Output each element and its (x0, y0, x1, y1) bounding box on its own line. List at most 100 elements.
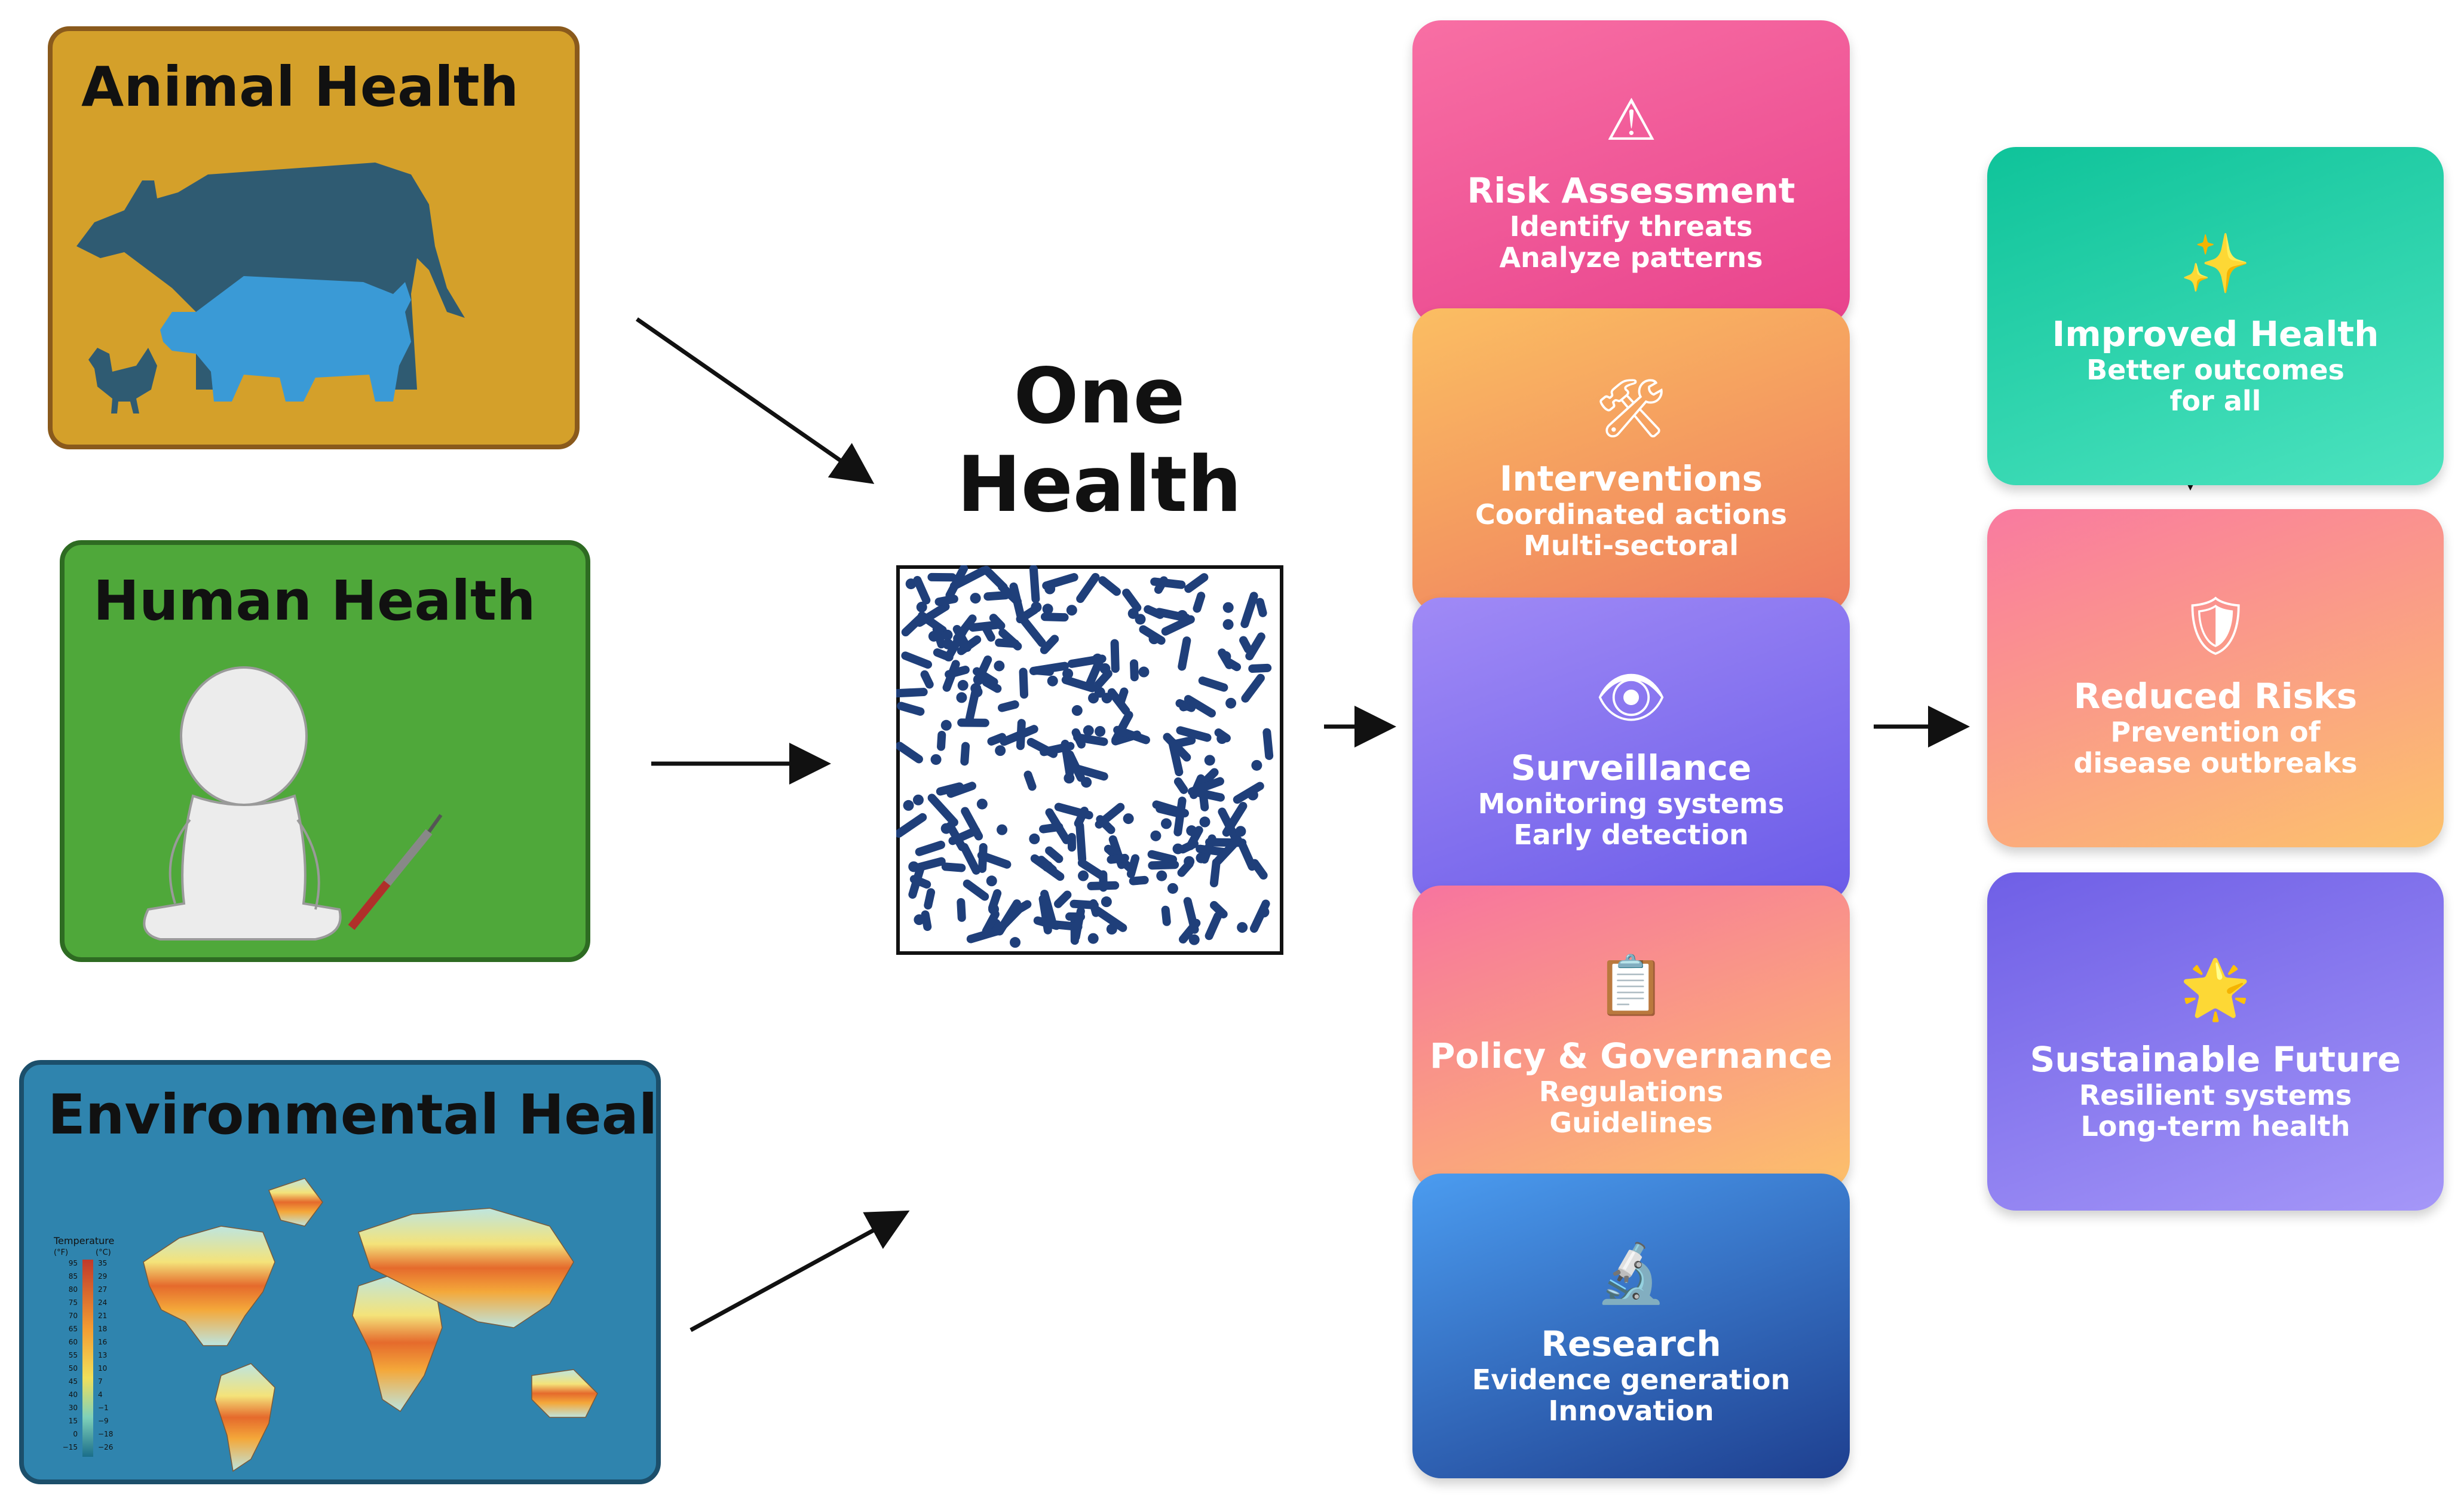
legend-tick-f: 45 (69, 1377, 78, 1386)
microbe-cell (976, 798, 988, 810)
microbe-rod (1069, 899, 1099, 909)
microbe-cell (1078, 870, 1089, 881)
microbe-cell (997, 824, 1008, 835)
legend-tick-c: −26 (98, 1443, 113, 1451)
microbe-rod (896, 813, 927, 838)
action-icon: 🛠 (1595, 375, 1668, 442)
microbe-cell (912, 794, 924, 805)
microbe-cell (956, 692, 967, 703)
microbe-cell (1237, 922, 1248, 933)
microbe-rod (960, 843, 980, 875)
microbe-rod (1098, 576, 1121, 596)
microbe-cell (1088, 693, 1099, 704)
microbe-rod (1262, 728, 1274, 760)
microbe-rod (1179, 918, 1201, 944)
arrow-animal-to-onehealth (636, 317, 875, 484)
legend-tick-c: 27 (98, 1285, 107, 1294)
legend-unit-c: (°C) (96, 1248, 111, 1257)
microbe-cell (1135, 614, 1146, 625)
microbe-rod (1184, 573, 1209, 593)
action-title: Risk Assessment (1467, 170, 1795, 211)
microbe-rod (1193, 592, 1206, 613)
action-line2: Early detection (1513, 819, 1749, 851)
environmental-health-box: Environmental Health Temperature (°F) (°… (19, 1060, 661, 1484)
microbe-rod (1175, 699, 1196, 712)
microbe-rod (1071, 906, 1085, 942)
outcome-icon: ✨ (2180, 230, 2251, 297)
microbe-cell (1042, 604, 1053, 615)
microbe-cell (994, 660, 1005, 672)
microbe-rod (1240, 592, 1258, 629)
action-line2: Multi-sectoral (1523, 529, 1739, 562)
legend-tick-c: 29 (98, 1272, 107, 1281)
microbe-rod (941, 862, 966, 872)
animal-health-box: Animal Health (48, 26, 580, 449)
microbe-rod (901, 651, 933, 669)
microbe-cell (1010, 937, 1021, 948)
chicken-icon (88, 348, 157, 413)
microbe-cell (940, 823, 952, 834)
microbe-cell (916, 602, 927, 613)
microbe-rod (982, 624, 995, 642)
microbe-rod (1054, 890, 1072, 908)
microbe-cell (1156, 870, 1167, 881)
microbe-rod (927, 572, 957, 582)
microbe-rod (936, 782, 964, 796)
microbe-rod (1198, 676, 1228, 692)
microbe-rod (1173, 777, 1188, 794)
microbe-rod (1076, 572, 1100, 604)
microbe-rod (1178, 840, 1199, 854)
microbe-cell (1222, 602, 1234, 613)
syringe-icon (348, 814, 443, 930)
microbe-rod (957, 635, 982, 655)
microbe-rod (1218, 807, 1241, 844)
microbe-cell (1199, 816, 1210, 828)
australia-shape (531, 1369, 598, 1418)
legend-tick-f: 80 (69, 1285, 78, 1294)
action-line2: Analyze patterns (1499, 241, 1763, 274)
microbe-rod (1017, 613, 1046, 647)
legend-tick-c: 10 (98, 1364, 107, 1373)
microbe-rod (987, 733, 1007, 746)
microbe-rod (1144, 605, 1164, 619)
microbe-rod (921, 910, 932, 931)
outcome-icon: 🌟 (2180, 955, 2251, 1022)
microbe-rod (961, 807, 983, 841)
microbe-rod (1054, 802, 1093, 820)
microbe-rod (1213, 835, 1242, 865)
microbe-rod (1032, 666, 1054, 676)
microbe-rod (1239, 636, 1253, 654)
microbe-rod (1255, 598, 1267, 617)
microbe-rod (1176, 726, 1212, 742)
microbe-rod (945, 666, 970, 679)
microbe-rod (1239, 841, 1256, 871)
microbe-rod (957, 897, 966, 922)
legend-tick-f: 95 (69, 1259, 78, 1267)
microbe-rod (998, 700, 1019, 712)
north-america-shape (143, 1226, 275, 1346)
action-title: Surveillance (1510, 748, 1752, 788)
microbe-rod (1030, 854, 1065, 881)
pig-icon (160, 276, 411, 402)
eurasia-shape (358, 1208, 574, 1328)
environmental-health-title: Environmental Health (48, 1083, 661, 1147)
microbe-cell (1064, 773, 1075, 784)
microbe-rod (1214, 728, 1231, 743)
microbe-rod (1129, 875, 1149, 886)
legend-tick-c: 4 (98, 1390, 103, 1399)
human-health-title: Human Health (93, 569, 536, 633)
microbe-rod (1147, 850, 1178, 864)
legend-tick-f: 0 (73, 1430, 78, 1438)
microbe-rod (1091, 905, 1127, 932)
legend-tick-c: 13 (98, 1351, 107, 1359)
microbe-rod (1107, 688, 1130, 715)
microbe-rod (920, 670, 934, 689)
microbe-rod (1168, 738, 1184, 777)
microbe-rod (976, 655, 992, 679)
microbe-cell (1148, 633, 1160, 645)
microbe-rod (963, 879, 989, 901)
microbe-cell (1099, 663, 1111, 674)
microbe-cell (957, 679, 969, 691)
